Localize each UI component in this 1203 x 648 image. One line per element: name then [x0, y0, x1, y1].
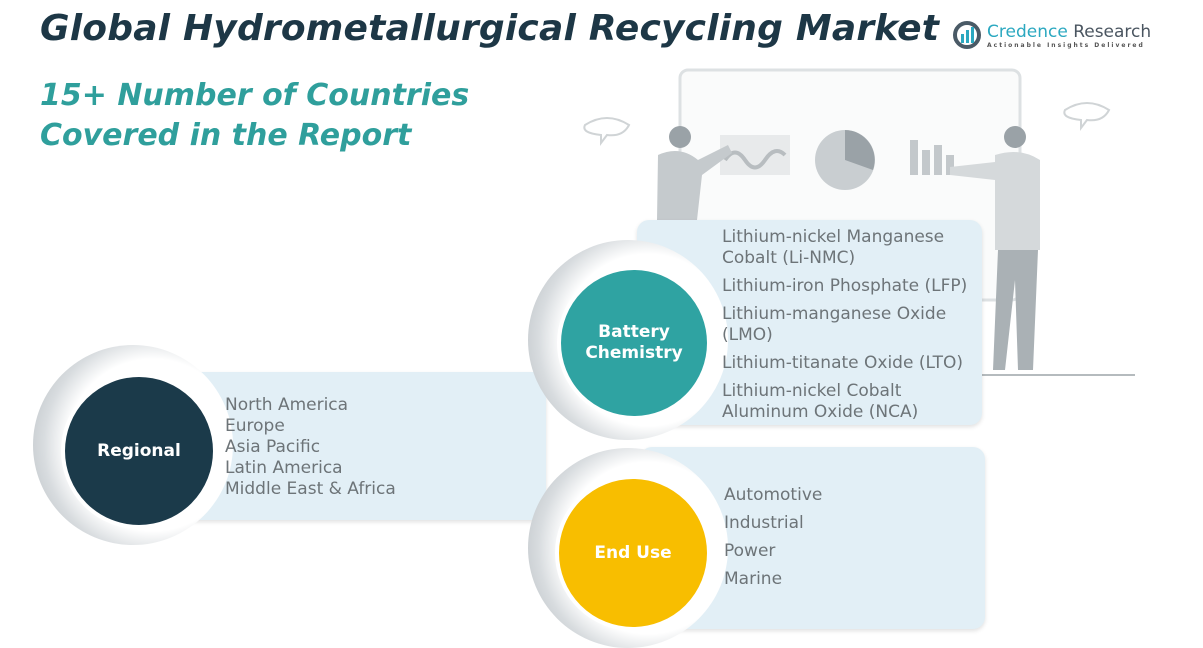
subtitle: 15+ Number of Countries Covered in the R…: [40, 76, 469, 156]
list-item: Lithium-iron Phosphate (LFP): [722, 276, 968, 296]
list-item: Power: [724, 541, 776, 561]
list-item: Latin America: [225, 458, 343, 478]
list-item: Middle East & Africa: [225, 479, 396, 499]
person-icon: [1004, 126, 1026, 148]
speech-bubble-icon: [583, 117, 631, 146]
logo-bars-icon: [953, 21, 981, 49]
battery-label-2: Chemistry: [585, 343, 683, 363]
list-item: Lithium-titanate Oxide (LTO): [722, 353, 963, 373]
battery-list: Lithium-nickel Manganese Cobalt (Li-NMC)…: [722, 227, 967, 430]
logo-tagline: Actionable Insights Delivered: [987, 41, 1145, 49]
list-item: Lithium-nickel Manganese Cobalt (Li-NMC): [722, 227, 945, 268]
list-item: Industrial: [724, 513, 804, 533]
regional-list: North America Europe Asia Pacific Latin …: [225, 395, 525, 500]
speech-bubble-icon: [1063, 102, 1111, 131]
end-use-list: Automotive Industrial Power Marine: [724, 485, 964, 597]
list-item: Lithium-nickel Cobalt Aluminum Oxide (NC…: [722, 381, 919, 422]
list-item: North America: [225, 395, 349, 415]
logo-name-1: Credence: [987, 21, 1068, 42]
battery-label-1: Battery: [598, 322, 670, 342]
regional-label: Regional: [97, 440, 181, 461]
list-item: Lithium-manganese Oxide (LMO): [722, 304, 947, 345]
subtitle-line-2: Covered in the Report: [40, 118, 412, 153]
page-title: Global Hydrometallurgical Recycling Mark…: [40, 8, 940, 49]
regional-circle: Regional: [61, 373, 217, 529]
list-item: Marine: [724, 569, 783, 589]
list-item: Automotive: [724, 485, 823, 505]
credence-research-logo: Credence Research Actionable Insights De…: [952, 20, 1151, 50]
list-item: Asia Pacific: [225, 437, 321, 457]
list-item: Europe: [225, 416, 285, 436]
person-icon: [669, 126, 691, 148]
end-use-circle: End Use: [555, 475, 711, 631]
subtitle-line-1: 15+ Number of Countries: [40, 78, 470, 113]
end-use-label: End Use: [594, 542, 672, 563]
logo-name-2: Research: [1073, 21, 1152, 42]
